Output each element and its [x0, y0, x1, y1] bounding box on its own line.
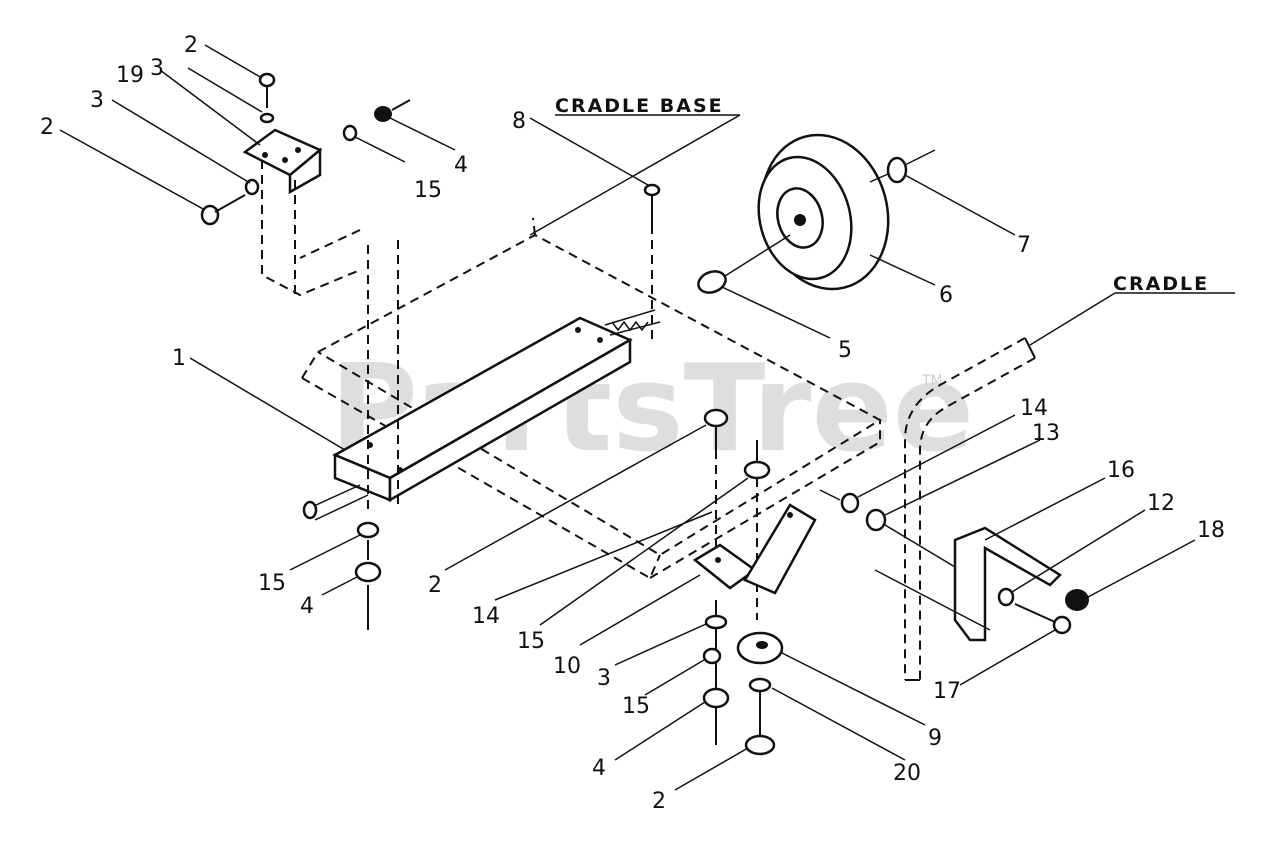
callout-7: 7 — [1017, 233, 1031, 258]
fasteners-bottom-middle — [702, 600, 784, 756]
cradle-outline — [904, 337, 1036, 681]
callout-labels: 2 3 19 3 2 4 15 8 7 6 5 1 14 13 16 12 18… — [40, 33, 1225, 814]
callout-4: 4 — [592, 756, 606, 781]
callout-3: 3 — [90, 88, 104, 113]
callout-13: 13 — [1032, 421, 1060, 446]
callout-2: 2 — [428, 573, 442, 598]
section-titles: CRADLE BASE CRADLE — [555, 95, 1209, 295]
wheel-part-6 — [697, 133, 936, 294]
rail-part-1 — [302, 309, 661, 521]
callout-4: 4 — [454, 153, 468, 178]
bolt-part-8 — [643, 183, 661, 345]
callout-1: 1 — [172, 346, 186, 371]
fasteners-bottom-left — [354, 240, 399, 630]
callout-15: 15 — [258, 571, 286, 596]
callout-8: 8 — [512, 109, 526, 134]
callout-14: 14 — [472, 604, 500, 629]
callout-17: 17 — [933, 679, 961, 704]
callout-10: 10 — [553, 654, 581, 679]
callout-4: 4 — [300, 594, 314, 619]
leader-lines — [59, 44, 1235, 791]
fasteners-middle — [703, 408, 771, 620]
callout-16: 16 — [1107, 458, 1135, 483]
callout-3: 3 — [150, 56, 164, 81]
title-cradle: CRADLE — [1113, 273, 1209, 295]
callout-15: 15 — [517, 629, 545, 654]
callout-19: 19 — [116, 63, 144, 88]
callout-12: 12 — [1147, 491, 1175, 516]
bracket-part-19 — [242, 128, 361, 297]
callout-5: 5 — [838, 338, 852, 363]
bracket-part-10 — [692, 503, 817, 595]
callout-2: 2 — [184, 33, 198, 58]
callout-2: 2 — [652, 789, 666, 814]
fasteners-top-left — [200, 72, 411, 226]
title-cradle-base: CRADLE BASE — [555, 95, 724, 117]
callout-14: 14 — [1020, 396, 1048, 421]
handle-part-16 — [819, 489, 1089, 642]
watermark-trademark: TM — [921, 373, 943, 389]
callout-2: 2 — [40, 115, 54, 140]
callout-18: 18 — [1197, 518, 1225, 543]
callout-15: 15 — [414, 178, 442, 203]
callout-3: 3 — [597, 666, 611, 691]
callout-6: 6 — [939, 283, 953, 308]
callout-20: 20 — [893, 761, 921, 786]
callout-9: 9 — [928, 726, 942, 751]
callout-15: 15 — [622, 694, 650, 719]
